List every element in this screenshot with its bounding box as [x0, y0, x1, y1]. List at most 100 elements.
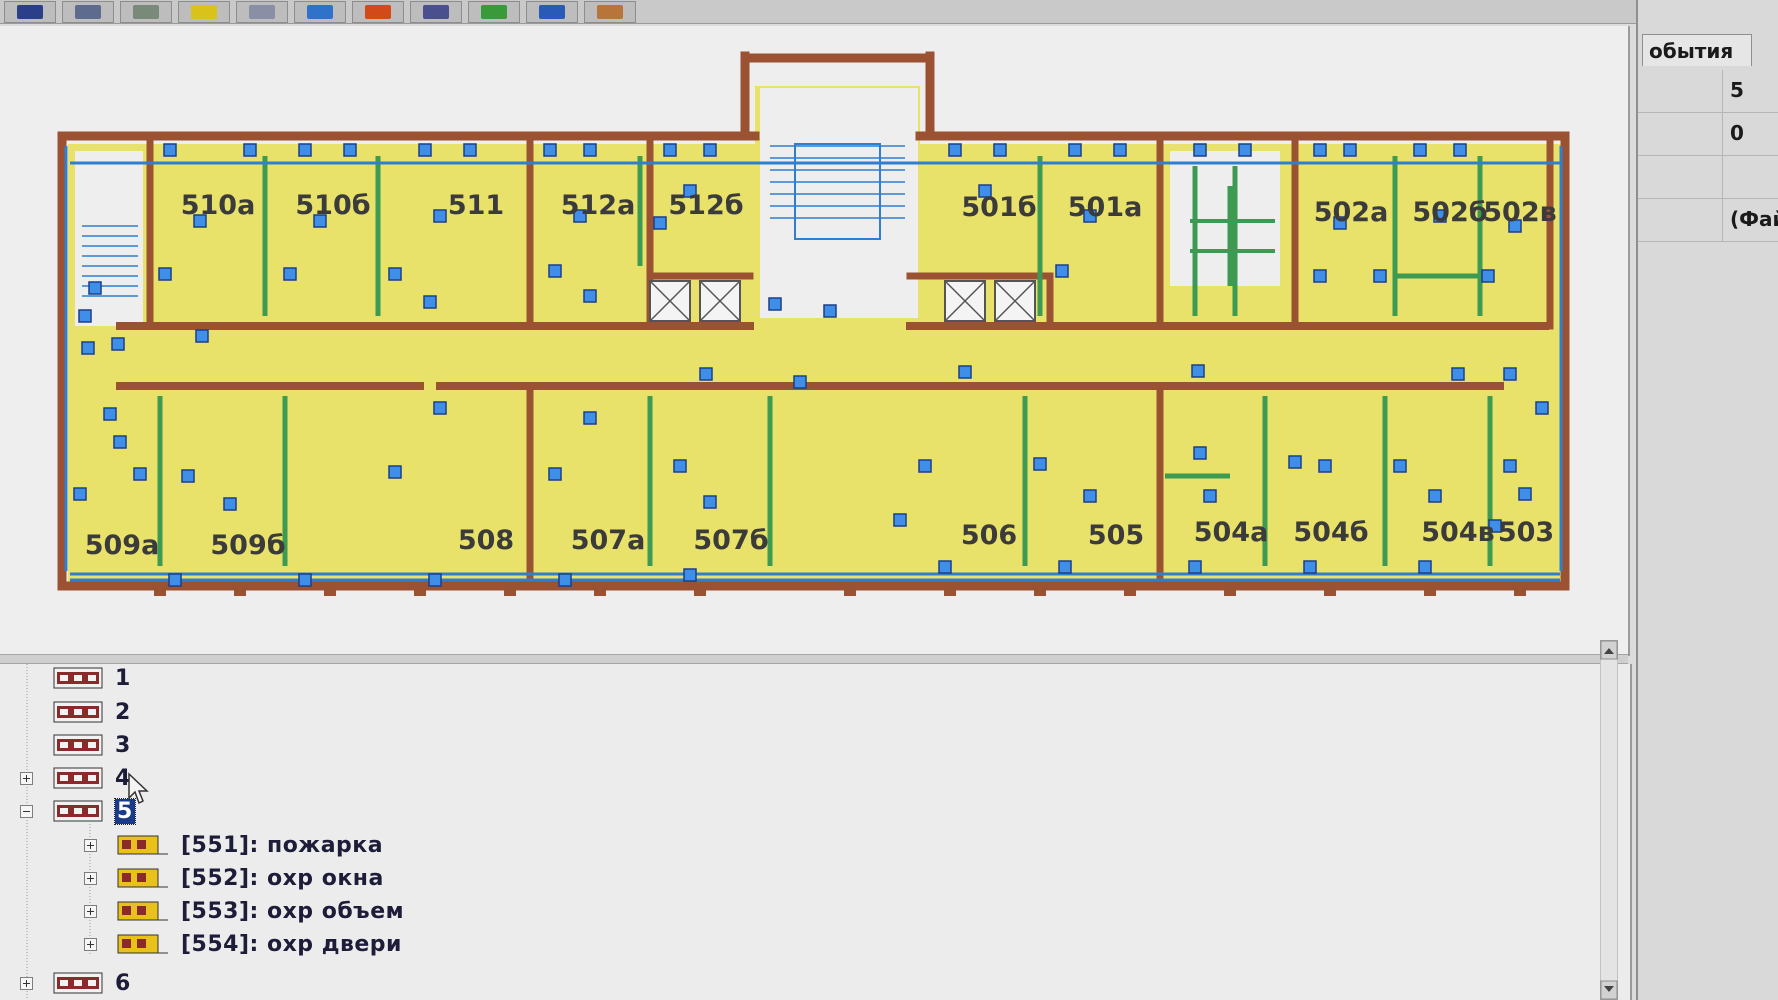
panel-splitter[interactable] [0, 654, 1628, 664]
tree-zone[interactable]: [552]: охр окна [84, 863, 384, 893]
tree-floor-5[interactable]: 5 [20, 796, 136, 826]
toolbar-button-9[interactable] [468, 1, 520, 23]
expand-icon[interactable] [20, 976, 33, 990]
tree-floor-label[interactable]: 4 [115, 765, 131, 791]
sensor-icon[interactable] [583, 289, 597, 303]
tree-zone[interactable]: [554]: охр двери [84, 929, 402, 959]
sensor-icon[interactable] [1055, 264, 1069, 278]
room-label[interactable]: 510б [295, 190, 370, 221]
sensor-icon[interactable] [683, 184, 697, 198]
expand-icon[interactable] [84, 937, 97, 951]
sensor-icon[interactable] [1451, 367, 1465, 381]
room-label[interactable]: 505 [1088, 520, 1144, 551]
sensor-icon[interactable] [298, 573, 312, 587]
sensor-icon[interactable] [433, 401, 447, 415]
collapse-icon[interactable] [20, 804, 33, 818]
sensor-icon[interactable] [163, 143, 177, 157]
tree-floor-4[interactable]: 4 [20, 763, 131, 793]
sensor-icon[interactable] [548, 467, 562, 481]
sensor-icon[interactable] [573, 209, 587, 223]
sensor-icon[interactable] [133, 467, 147, 481]
room-label[interactable]: 506 [961, 520, 1017, 551]
sensor-icon[interactable] [223, 497, 237, 511]
sensor-icon[interactable] [1535, 401, 1549, 415]
tree-floor-label[interactable]: 3 [115, 732, 131, 758]
toolbar-button-4[interactable] [178, 1, 230, 23]
expand-icon[interactable] [84, 838, 97, 852]
events-row[interactable]: 5 [1638, 70, 1778, 113]
sensor-icon[interactable] [343, 143, 357, 157]
sensor-icon[interactable] [673, 459, 687, 473]
events-tab[interactable]: обытия [1642, 34, 1752, 66]
sensor-icon[interactable] [78, 309, 92, 323]
sensor-icon[interactable] [548, 264, 562, 278]
sensor-icon[interactable] [823, 304, 837, 318]
toolbar-button-3[interactable] [120, 1, 172, 23]
events-row[interactable] [1638, 156, 1778, 199]
sensor-icon[interactable] [948, 143, 962, 157]
toolbar-button-5[interactable] [236, 1, 288, 23]
toolbar-button-10[interactable] [526, 1, 578, 23]
vertical-scrollbar[interactable] [1600, 640, 1618, 1000]
toolbar-button-2[interactable] [62, 1, 114, 23]
tree-floor-2[interactable]: 2 [20, 697, 131, 727]
sensor-icon[interactable] [958, 365, 972, 379]
room-label[interactable]: 512а [561, 190, 636, 221]
sensor-icon[interactable] [283, 267, 297, 281]
sensor-icon[interactable] [181, 469, 195, 483]
sensor-icon[interactable] [88, 281, 102, 295]
sensor-icon[interactable] [1113, 143, 1127, 157]
room-label[interactable]: 502а [1314, 197, 1389, 228]
sensor-icon[interactable] [768, 297, 782, 311]
sensor-icon[interactable] [423, 295, 437, 309]
sensor-icon[interactable] [1313, 143, 1327, 157]
room-label[interactable]: 504а [1194, 517, 1269, 548]
sensor-icon[interactable] [558, 573, 572, 587]
sensor-icon[interactable] [388, 267, 402, 281]
sensor-icon[interactable] [1333, 216, 1347, 230]
sensor-icon[interactable] [1518, 487, 1532, 501]
tree-floor-label[interactable]: 6 [115, 970, 131, 996]
sensor-icon[interactable] [1033, 457, 1047, 471]
sensor-icon[interactable] [1503, 459, 1517, 473]
sensor-icon[interactable] [1418, 560, 1432, 574]
sensor-icon[interactable] [1203, 489, 1217, 503]
sensor-icon[interactable] [1503, 367, 1517, 381]
sensor-icon[interactable] [653, 216, 667, 230]
sensor-icon[interactable] [418, 143, 432, 157]
room-label[interactable]: 503 [1498, 517, 1554, 548]
tree-zone-label[interactable]: [551]: пожарка [181, 832, 384, 858]
room-label[interactable]: 512б [668, 190, 743, 221]
sensor-icon[interactable] [1193, 143, 1207, 157]
tree-floor-6[interactable]: 6 [20, 968, 131, 998]
room-label[interactable]: 504б [1293, 517, 1368, 548]
sensor-icon[interactable] [1313, 269, 1327, 283]
room-label[interactable]: 509б [210, 530, 285, 561]
tree-floor-label[interactable]: 1 [115, 665, 131, 691]
sensor-icon[interactable] [993, 143, 1007, 157]
tree-zone-label[interactable]: [552]: охр окна [181, 865, 384, 891]
sensor-icon[interactable] [1188, 560, 1202, 574]
sensor-icon[interactable] [433, 209, 447, 223]
sensor-icon[interactable] [699, 367, 713, 381]
toolbar-button-8[interactable] [410, 1, 462, 23]
toolbar-button-6[interactable] [294, 1, 346, 23]
sensor-icon[interactable] [1433, 209, 1447, 223]
toolbar-button-7[interactable] [352, 1, 404, 23]
sensor-icon[interactable] [73, 487, 87, 501]
sensor-icon[interactable] [703, 143, 717, 157]
tree-floor-label[interactable]: 5 [114, 797, 136, 825]
sensor-icon[interactable] [1373, 269, 1387, 283]
sensor-icon[interactable] [1193, 446, 1207, 460]
room-label[interactable]: 511 [448, 190, 504, 221]
sensor-icon[interactable] [1413, 143, 1427, 157]
room-label[interactable]: 501б [961, 192, 1036, 223]
expand-icon[interactable] [20, 771, 33, 785]
room-label[interactable]: 501а [1068, 192, 1143, 223]
tree-floor-3[interactable]: 3 [20, 730, 131, 760]
sensor-icon[interactable] [1488, 519, 1502, 533]
sensor-icon[interactable] [1453, 143, 1467, 157]
toolbar-button-11[interactable] [584, 1, 636, 23]
